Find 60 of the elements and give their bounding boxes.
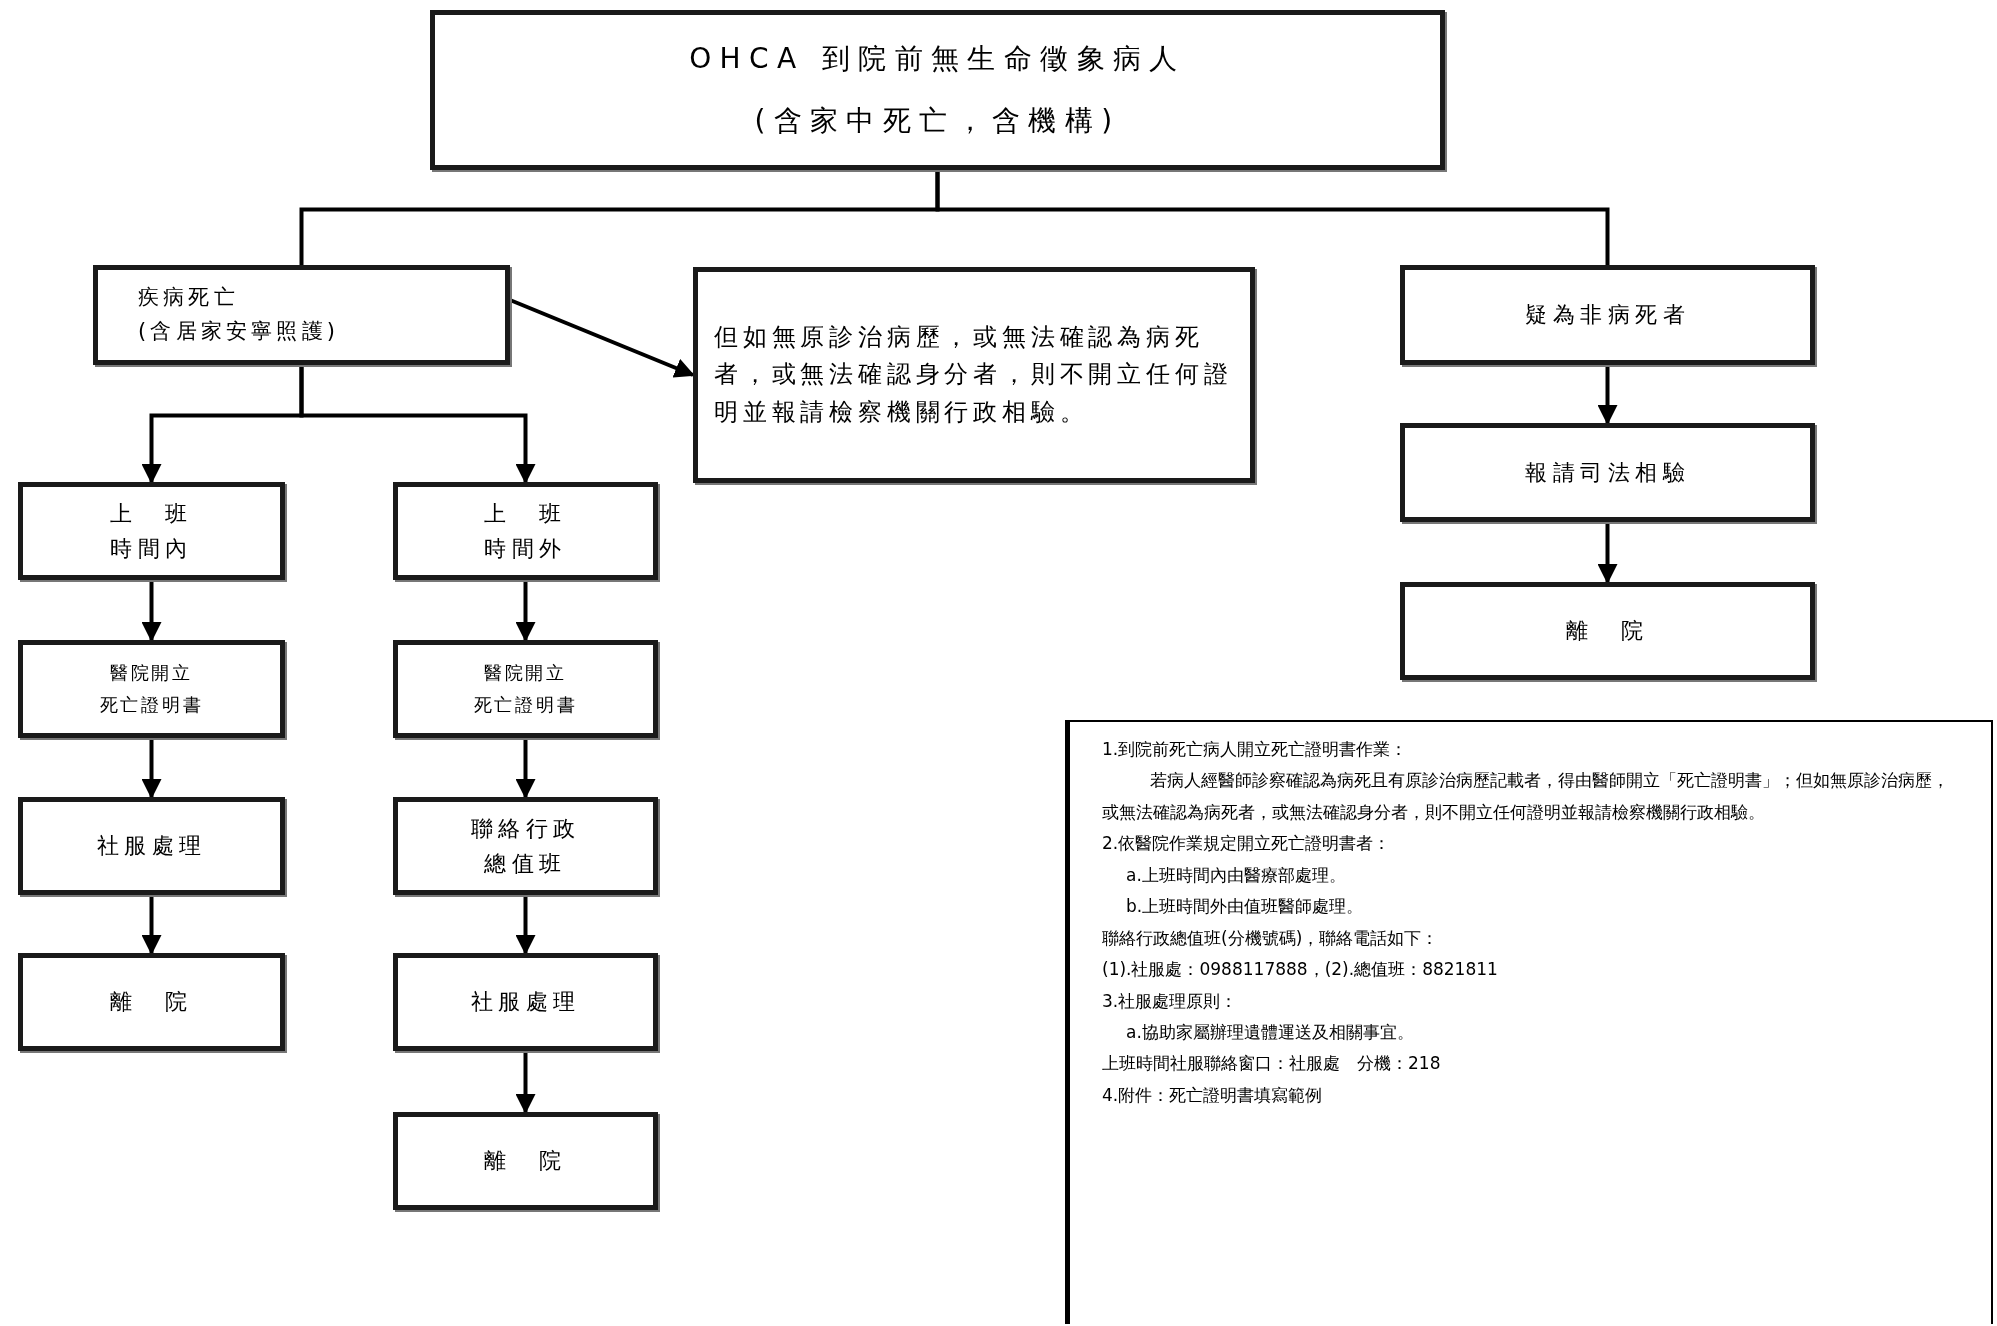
process-box — [693, 267, 1255, 483]
process-box — [1400, 423, 1815, 522]
process-box — [93, 265, 510, 365]
process-box — [393, 953, 658, 1051]
process-box — [18, 797, 285, 895]
arrow — [299, 365, 536, 484]
arrow — [515, 580, 536, 642]
process-box — [393, 797, 658, 895]
notes-box — [1065, 720, 1993, 1324]
arrow — [141, 580, 162, 642]
box-text: (含居家安寧照護) — [137, 318, 340, 345]
box-text: 醫院開立 — [110, 660, 193, 685]
note-text: 1.到院前死亡病人開立死亡證明書作業： — [1102, 738, 1409, 761]
box-text: 時間內 — [110, 535, 193, 563]
process-box — [18, 953, 285, 1051]
process-box — [18, 482, 285, 580]
box-text: 時間外 — [484, 535, 567, 563]
note-text: b.上班時間外由值班醫師處理。 — [1125, 895, 1365, 919]
box-text: OHCA 到院前無生命徵象病人 — [689, 41, 1186, 78]
arrow — [141, 895, 162, 955]
box-text: 離 院 — [110, 988, 193, 1017]
process-box — [1400, 582, 1815, 680]
note-text: 聯絡行政總值班(分機號碼)，聯絡電話如下： — [1102, 926, 1440, 950]
box-text: 社服處理 — [96, 832, 207, 861]
box-text: 但如無原診治病歷，或無法確認為病死者，或無法確認身分者，則不開立任何證明並報請檢察機關行政相驗。 — [714, 322, 1234, 428]
arrow — [515, 738, 536, 799]
note-text: 上班時間社服聯絡窗口：社服處 分機：218 — [1102, 1052, 1442, 1076]
box-text: 總值班 — [484, 850, 567, 878]
box-text: 離 院 — [1566, 617, 1649, 646]
arrow — [1597, 365, 1618, 425]
process-box — [1400, 265, 1815, 365]
process-box — [393, 482, 658, 580]
box-text: 報請司法相驗 — [1525, 458, 1690, 487]
note-text: 若病人經醫師診察確認為病死且有原診治病歷記載者，得由醫師開立「死亡證明書」；但如無原診治病歷，或無法確認為病死者，或無法確認身分者，則不開立任何證明並報請檢察機關行政相驗。 — [1102, 769, 1950, 824]
box-text: 社服處理 — [470, 988, 581, 1017]
note-text: (1).社服處：0988117888，(2).總值班：8821811 — [1102, 958, 1499, 982]
process-box — [18, 640, 285, 738]
process-box — [393, 1112, 658, 1210]
arrow — [509, 298, 695, 378]
box-text: 上 班 — [484, 499, 567, 528]
box-text: 上 班 — [110, 499, 193, 528]
box-text: 聯絡行政 — [470, 814, 581, 843]
note-text: a.上班時間內由醫療部處理。 — [1125, 863, 1347, 887]
arrow — [141, 738, 162, 799]
box-text: 離 院 — [484, 1147, 567, 1176]
box-text: 死亡證明書 — [99, 693, 204, 717]
box-text: 死亡證明書 — [473, 693, 578, 717]
box-text: 疾病死亡 — [137, 284, 239, 312]
arrow — [515, 1051, 536, 1114]
note-text: a.協助家屬辦理遺體運送及相關事宜。 — [1125, 1020, 1415, 1044]
process-box — [430, 10, 1445, 170]
note-text: 4.附件：死亡證明書填寫範例 — [1102, 1083, 1324, 1107]
box-text: 疑為非病死者 — [1525, 301, 1690, 330]
arrow — [1597, 522, 1618, 584]
note-text: 3.社服處理原則： — [1102, 989, 1239, 1013]
arrow — [515, 895, 536, 955]
box-text: (含家中死亡，含機構) — [754, 103, 1121, 139]
box-text: 醫院開立 — [484, 660, 567, 685]
note-text: 2.依醫院作業規定開立死亡證明書者： — [1102, 832, 1392, 856]
process-box — [393, 640, 658, 738]
